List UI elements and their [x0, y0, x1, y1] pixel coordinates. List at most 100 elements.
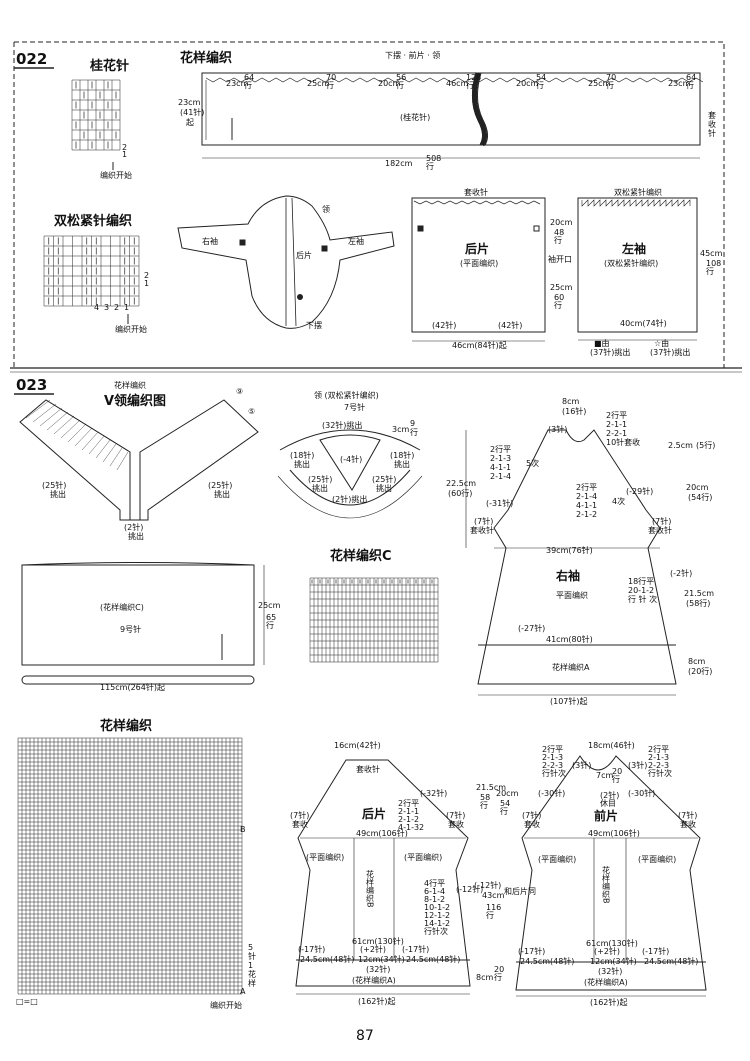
front023-pl: (平面编织)	[538, 854, 576, 864]
band-h: 25cm	[258, 601, 281, 610]
front023-center: 花样编织B	[602, 865, 611, 903]
strip-mark-9: 行	[396, 80, 404, 90]
back023-dec-2: 2-1-1	[398, 807, 419, 816]
back022-st-l: (42针)	[432, 320, 456, 330]
strip-mark-12: 行	[466, 80, 474, 90]
strip-mark-21: 行	[686, 80, 694, 90]
vneck-c2b: 挑出	[128, 531, 144, 541]
collar-top: (32针)挑出	[322, 420, 362, 430]
sleeve023-ldec-4: 2-1-4	[490, 472, 511, 481]
vneck-rowline	[67, 423, 87, 443]
vneck-grid	[25, 399, 129, 471]
strip-mark-16: 25cm	[588, 79, 611, 88]
assembly-mark-3	[265, 293, 271, 299]
guihua-row-2: 2	[122, 143, 127, 152]
sleeve023-rh2-st: (54行)	[688, 492, 712, 502]
front023-r7: (7针)	[678, 810, 697, 820]
back023-c32: (32针)	[366, 964, 390, 974]
sleeve023-times5: 5次	[526, 458, 539, 468]
strip-right-2: 收	[708, 119, 716, 129]
lsleeve022-ribs	[581, 199, 691, 207]
strip-mark-20: 64	[686, 73, 696, 82]
mid-h2-u: 行	[500, 806, 508, 816]
strip-qi: 起	[186, 118, 194, 127]
sleeve023-sub: 平面编织	[556, 590, 588, 600]
front023-outline	[515, 755, 707, 991]
strip-width-unit: 行	[426, 161, 434, 171]
vneck-l25: (25针)	[42, 480, 66, 490]
lsleeve022-head: 双松紧针编织	[614, 187, 662, 197]
strip-mark-3: 行	[244, 80, 252, 90]
back023-w61: 61cm(130针)	[352, 936, 404, 946]
mid-h8: 8cm	[476, 973, 493, 982]
back023-dec-4: 4-1-32	[398, 823, 424, 832]
sleeve023-rdec-2: 2-1-1	[606, 420, 627, 429]
back023-inc-6: 14-1-2	[424, 919, 450, 928]
vneck-rowline	[53, 415, 75, 435]
vneck-rowline	[25, 399, 51, 419]
front023-nk-st: 20	[612, 767, 622, 776]
back023-l7: (7针)	[290, 810, 309, 820]
strip-mark-15: 行	[536, 80, 544, 90]
strip-mark-10: 46cm	[446, 79, 469, 88]
front023-st2: (2针)	[600, 790, 619, 800]
sleeve023-ldec-1: 2行平	[490, 444, 511, 454]
strip-mark-6: 行	[326, 80, 334, 90]
front023-ldec-2: 2-1-3	[542, 753, 563, 762]
sleeve023-h-st: (60行)	[448, 488, 472, 498]
back022-scallop	[413, 200, 541, 205]
front023-xiu: 休目	[600, 798, 616, 808]
collar-r25b: 挑出	[376, 483, 392, 493]
sleeve023-rh: 2.5cm	[668, 441, 693, 450]
back023-m32: (-32针)	[420, 788, 447, 798]
back022-h2: 25cm	[550, 283, 573, 292]
vneck-r25b: 挑出	[214, 489, 230, 499]
assembly-center	[285, 197, 297, 327]
back023-castoff: 套收针	[356, 764, 380, 774]
sleeve023-m2: (-2针)	[670, 568, 692, 578]
collar-title: 领 (双松紧针编织)	[314, 390, 379, 400]
front023-l7b: 套收	[524, 819, 540, 829]
front023-cuff: (花样编织A)	[584, 977, 628, 987]
vneck-rowline	[88, 435, 105, 455]
back023-wtop: 16cm(42针)	[334, 740, 381, 750]
back023-inc-7: 行针次	[424, 926, 448, 936]
back023-pl: (平面编织)	[306, 852, 344, 862]
back023-p2: (+2针)	[360, 944, 386, 954]
back023-inc-2: 6-1-4	[424, 887, 445, 896]
shuangsong-title: 双松紧针编织	[54, 213, 132, 229]
back023-inc-3: 8-1-2	[424, 895, 445, 904]
chart-yang: 样	[248, 978, 256, 988]
band-outline	[21, 564, 255, 666]
collar-arcs	[279, 429, 421, 506]
section-023-id: 023	[16, 376, 47, 394]
sleeve023-w107: (107针)起	[550, 696, 588, 706]
sleeve023-ldec-3: 4-1-1	[490, 463, 511, 472]
back022-open: 袖开口	[548, 254, 572, 264]
sleeve023-w41: 41cm(80针)	[546, 634, 593, 644]
vneck-rowline	[46, 411, 69, 431]
chart-title: 花样编织	[100, 718, 152, 734]
strip-inner-label: (桂花针)	[400, 112, 430, 122]
mid-h43-u: 行	[486, 910, 494, 920]
back023-w49: 49cm(106针)	[356, 828, 408, 838]
back022-mark-1	[417, 225, 424, 232]
back022-h2-u: 行	[554, 300, 562, 310]
collar-l18: (18针)	[290, 450, 314, 460]
back023-l7b: 套收	[292, 819, 308, 829]
front023-title: 前片	[594, 808, 618, 823]
lsleeve022-h-st: 108	[706, 259, 721, 268]
sleeve023-rh4: 8cm	[688, 657, 705, 666]
collar-v	[319, 434, 381, 491]
vneck-rowline	[109, 447, 123, 467]
front023-ldec-4: 行针次	[542, 768, 566, 778]
chart-b: B	[240, 825, 246, 834]
chart-one: 1	[248, 961, 253, 970]
section-022-id: 022	[16, 50, 47, 68]
strip-width: 182cm	[385, 159, 413, 168]
sleeve023-w39: 39cm(76针)	[546, 545, 593, 555]
back022-title: 后片	[465, 241, 489, 256]
shuangsong-col-2: 2	[114, 303, 119, 312]
strip-right-3: 针	[708, 128, 716, 138]
vneck-rowline	[102, 443, 117, 463]
